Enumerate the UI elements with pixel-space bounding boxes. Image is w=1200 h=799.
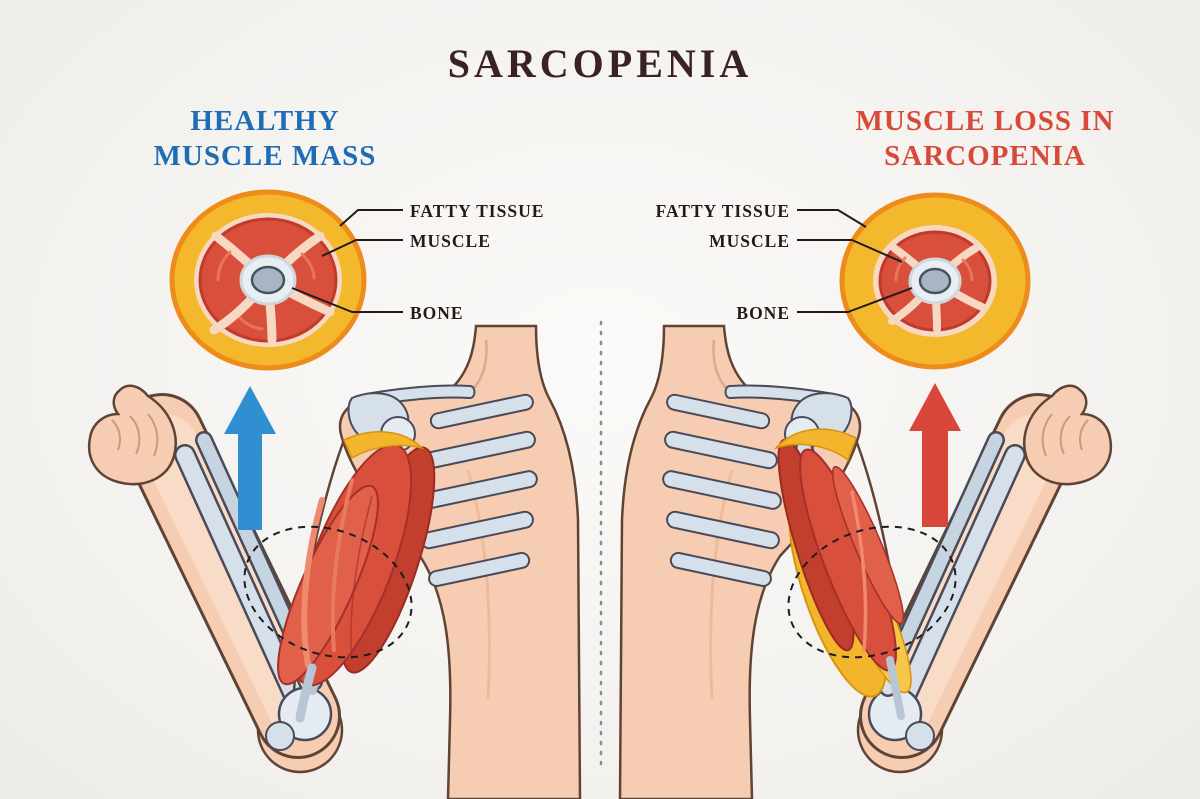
bone-core (918, 267, 952, 295)
healthy-muscles (277, 431, 436, 723)
healthy-arm-illustration (89, 326, 580, 799)
label-fatty-tissue-left: FATTY TISSUE (410, 201, 545, 221)
leader-bone-right (797, 287, 913, 313)
label-muscle-left: MUSCLE (410, 231, 491, 251)
cross-section-sarcopenia (839, 192, 1031, 370)
label-fatty-tissue-right: FATTY TISSUE (655, 201, 790, 221)
cross-section-plane-dashed-ellipse (243, 525, 413, 659)
up-arrow-sarcopenia (909, 383, 961, 527)
leader-fatty-tissue-right (797, 209, 867, 228)
heading-healthy: HEALTHY MUSCLE MASS (80, 104, 450, 175)
label-muscle-right: MUSCLE (709, 231, 790, 251)
page-title: SARCOPENIA (447, 41, 753, 86)
label-bone-right: BONE (736, 303, 790, 323)
leader-muscle-left (321, 239, 403, 257)
leader-lines (291, 209, 913, 313)
bone-core (250, 265, 286, 295)
heading-sarcopenia-line2: SARCOPENIA (884, 140, 1086, 173)
leader-fatty-tissue-left (339, 209, 403, 227)
sarcopenic-arm-illustration (620, 326, 1111, 799)
sarcopenic-muscles (773, 428, 912, 720)
heading-healthy-line2: MUSCLE MASS (153, 140, 377, 173)
label-bone-left: BONE (410, 303, 464, 323)
shoulder-fat-sliver (343, 431, 425, 460)
heading-sarcopenia: MUSCLE LOSS IN SARCOPENIA (800, 104, 1170, 175)
heading-healthy-line1: HEALTHY (190, 105, 340, 137)
leader-muscle-right (797, 239, 903, 263)
cross-section-healthy (169, 189, 367, 371)
heading-sarcopenia-line1: MUSCLE LOSS IN (855, 105, 1115, 137)
up-arrow-healthy (224, 386, 276, 530)
leader-bone-left (291, 287, 403, 313)
